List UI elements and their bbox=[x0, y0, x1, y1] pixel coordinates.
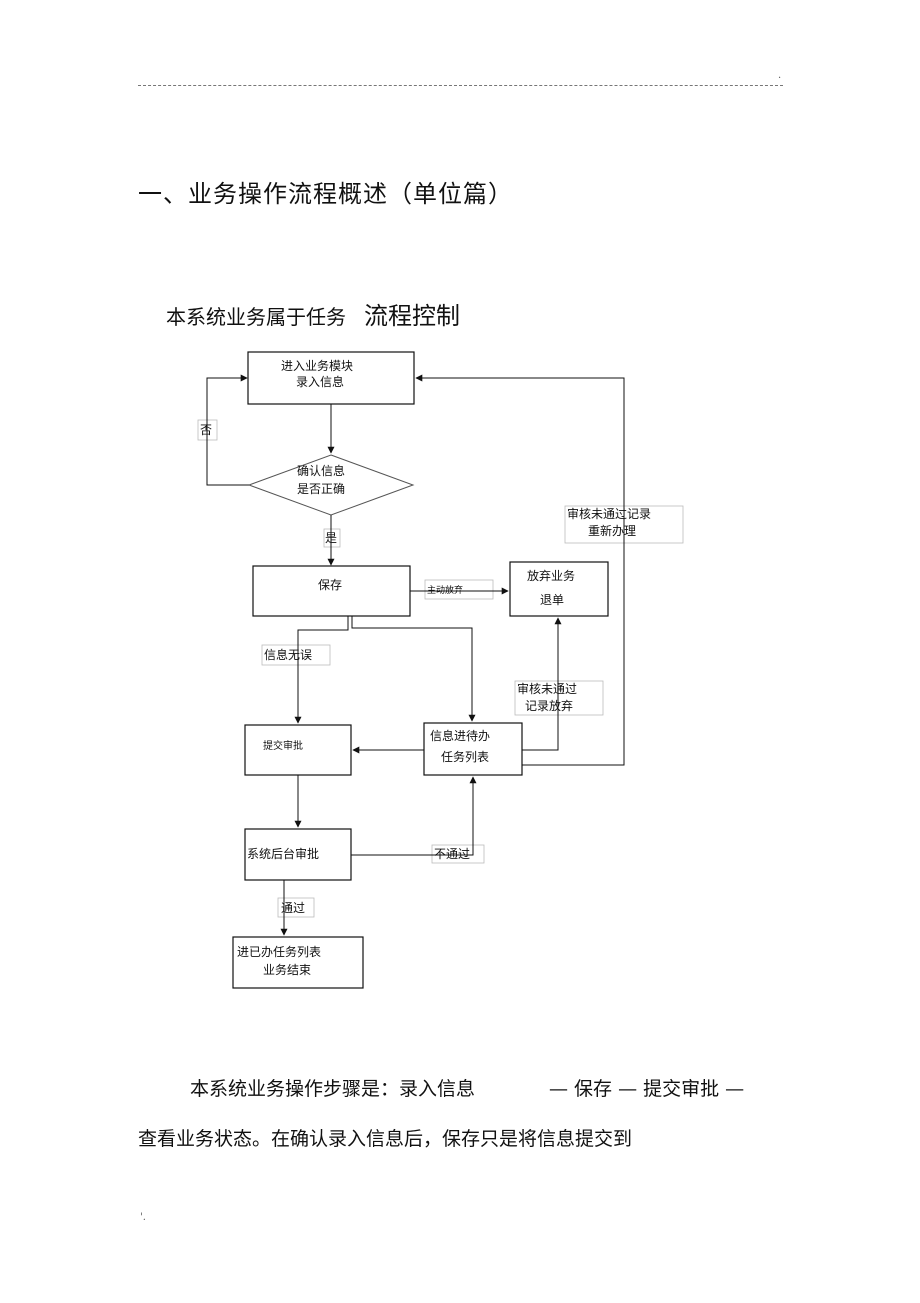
audit-fail-text-2: 记录放弃 bbox=[525, 698, 573, 713]
not-passed-label: 不通过 bbox=[434, 847, 470, 861]
section-title: 一、业务操作流程概述（单位篇） bbox=[138, 180, 513, 208]
subtitle-part1: 本系统业务属于任务 bbox=[166, 305, 346, 329]
body-line-1-part1: 本系统业务操作步骤是：录入信息 bbox=[190, 1078, 476, 1100]
arrow-no-loop bbox=[206, 374, 249, 486]
audit-fail-text-1: 审核未通过 bbox=[517, 681, 577, 696]
arrow-pending-to-abandon bbox=[522, 617, 562, 751]
passed-label: 通过 bbox=[281, 901, 305, 915]
done-text-2: 业务结束 bbox=[263, 962, 311, 977]
confirm-text-1: 确认信息 bbox=[297, 463, 345, 478]
arrow-save-to-submit bbox=[294, 616, 349, 724]
info-correct-label: 信息无误 bbox=[264, 647, 312, 662]
reaudit-text-1: 审核未通过记录 bbox=[567, 506, 651, 521]
subtitle-part2: 流程控制 bbox=[364, 302, 460, 330]
pending-text-2: 任务列表 bbox=[441, 749, 489, 764]
save-text: 保存 bbox=[318, 578, 342, 592]
arrow-save-to-pending bbox=[351, 616, 476, 722]
footer-corner-mark: '. bbox=[140, 1212, 146, 1223]
pending-box bbox=[423, 722, 523, 776]
active-abandon-frame bbox=[424, 579, 494, 600]
enter-module-text-1: 进入业务模块 bbox=[281, 358, 353, 373]
abandon-text-1: 放弃业务 bbox=[527, 568, 575, 583]
body-line-1: 本系统业务操作步骤是：录入信息 — 保存 — 提交审批 — bbox=[190, 1074, 744, 1101]
pending-text-1: 信息进待办 bbox=[430, 728, 490, 743]
confirm-text-2: 是否正确 bbox=[297, 482, 345, 496]
abandon-text-2: 退单 bbox=[540, 593, 564, 607]
arrow-pending-to-enter bbox=[415, 374, 625, 766]
yes-label: 是 bbox=[325, 531, 337, 545]
backend-text: 系统后台审批 bbox=[247, 846, 319, 861]
subtitle: 本系统业务属于任务流程控制 bbox=[166, 296, 460, 331]
reaudit-text-2: 重新办理 bbox=[588, 523, 636, 538]
submit-text: 提交审批 bbox=[263, 739, 303, 752]
audit-fail-frame bbox=[514, 680, 604, 716]
enter-module-text-2: 录入信息 bbox=[296, 374, 344, 389]
abandon-box bbox=[509, 561, 609, 617]
not-passed-frame bbox=[431, 844, 485, 864]
done-text-1: 进已办任务列表 bbox=[237, 944, 321, 959]
body-line-1-part2: — 保存 — 提交审批 — bbox=[549, 1078, 745, 1100]
header-corner-mark: . bbox=[778, 70, 782, 81]
active-abandon-label: 主动放弃 bbox=[427, 584, 463, 596]
header-rule bbox=[138, 85, 783, 86]
info-correct-frame bbox=[261, 644, 331, 666]
body-line-2: 查看业务状态。在确认录入信息后，保存只是将信息提交到 bbox=[138, 1128, 633, 1150]
passed-frame bbox=[277, 897, 315, 918]
arrow-backend-to-pending bbox=[351, 776, 477, 856]
no-label: 否 bbox=[200, 423, 212, 437]
done-box bbox=[232, 936, 364, 989]
yes-label-frame bbox=[323, 528, 341, 548]
